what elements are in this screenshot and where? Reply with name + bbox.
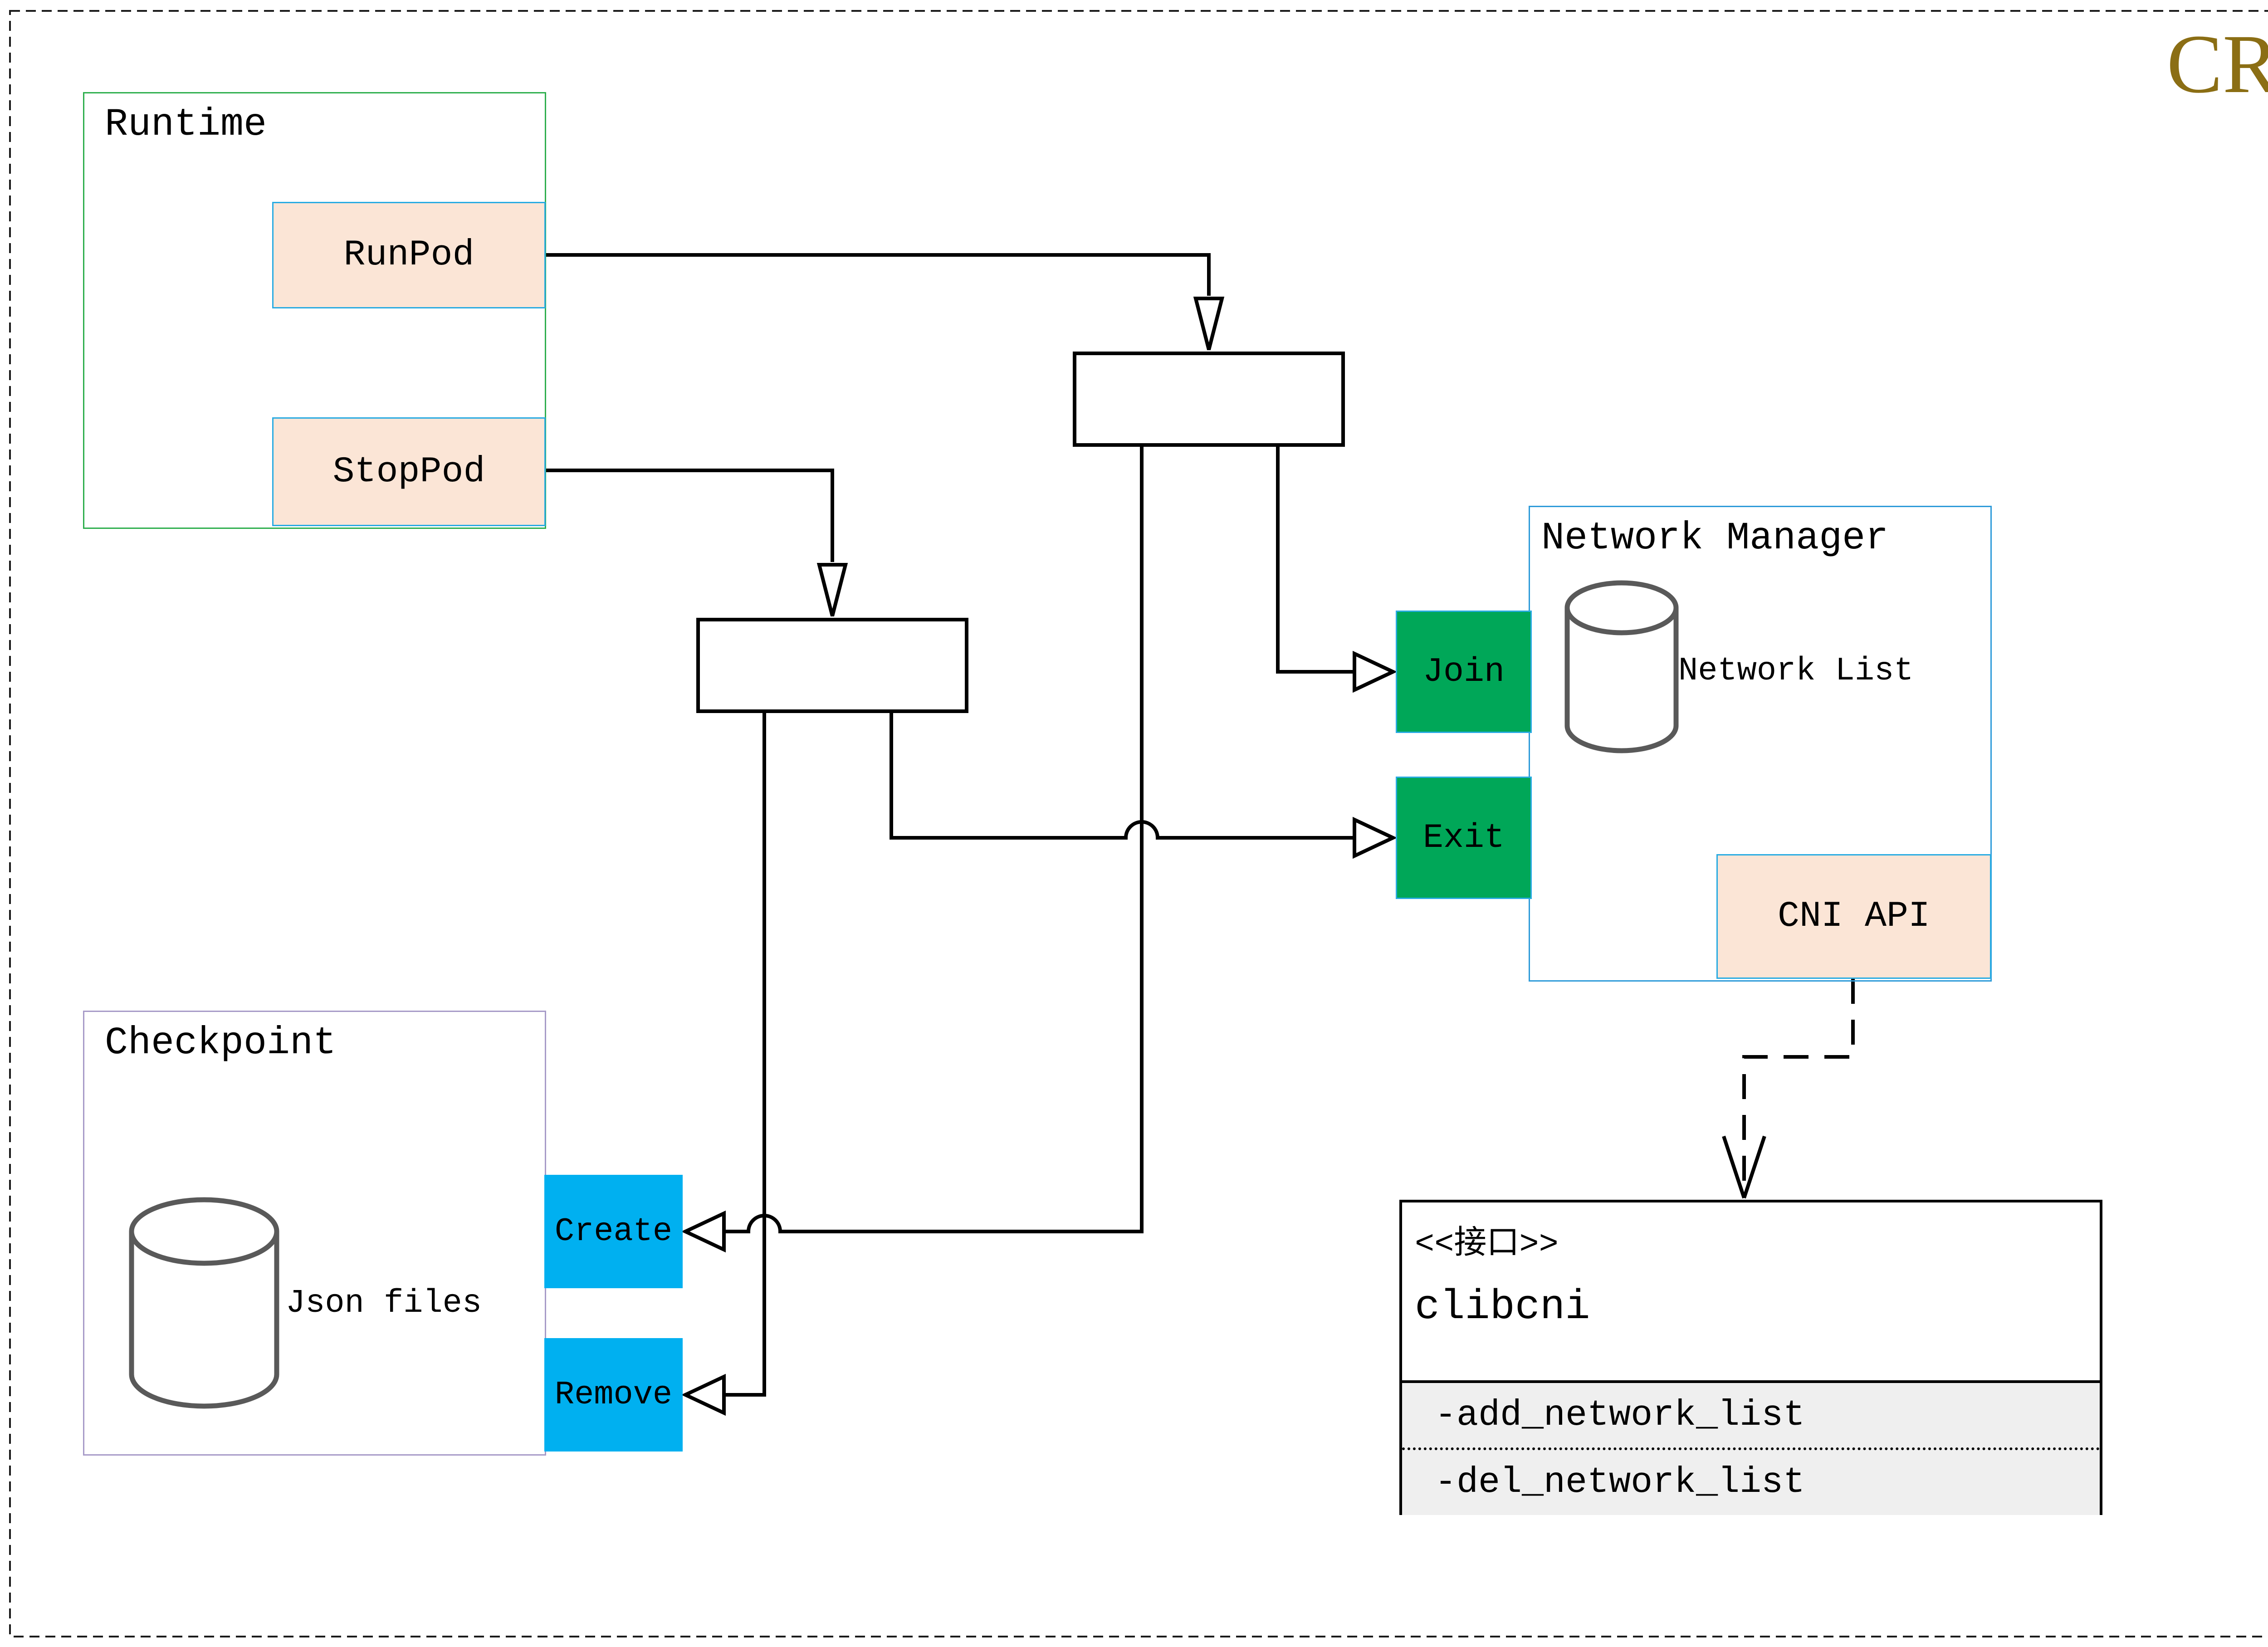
arrowhead-open-down-clibcni-icon <box>1722 1135 1766 1199</box>
network-list-label: Network List <box>1678 652 1914 689</box>
process-bar-runpod <box>1073 352 1345 447</box>
method-separator <box>1402 1447 2100 1450</box>
runpod-label: RunPod <box>343 235 474 276</box>
stoppod-label: StopPod <box>332 451 485 493</box>
arrowhead-left-create-icon <box>681 1210 726 1253</box>
clibcni-header: <<接口>> clibcni <box>1402 1202 2100 1380</box>
clibcni-method-add: -add_network_list <box>1435 1394 1805 1436</box>
exit-button[interactable]: Exit <box>1396 777 1532 899</box>
clibcni-stereotype: <<接口>> <box>1415 1226 1559 1263</box>
page-dashed-border <box>9 10 2268 1637</box>
cni-api-label: CNI API <box>1777 896 1931 937</box>
checkpoint-container: Checkpoint <box>83 1011 546 1456</box>
connector-runpod-to-bar1 <box>546 253 1211 296</box>
create-button[interactable]: Create <box>544 1175 683 1288</box>
arrowhead-down-bar1-icon <box>1193 297 1225 350</box>
runtime-container: Runtime <box>83 92 546 529</box>
network-manager-container: Network Manager <box>1529 506 1992 982</box>
cni-api-button[interactable]: CNI API <box>1716 854 1991 979</box>
remove-button[interactable]: Remove <box>544 1338 683 1452</box>
create-label: Create <box>554 1213 673 1250</box>
connector-bar2-to-remove <box>723 713 766 1397</box>
arrowhead-right-exit-icon <box>1353 816 1398 859</box>
remove-label: Remove <box>554 1376 673 1413</box>
clibcni-interface-box: <<接口>> clibcni -add_network_list -del_ne… <box>1399 1200 2102 1515</box>
checkpoint-title: Checkpoint <box>105 1021 337 1065</box>
clibcni-methods-section: -add_network_list -del_network_list <box>1402 1380 2100 1515</box>
connector-stoppod-to-bar2 <box>546 469 834 562</box>
clibcni-method-del: -del_network_list <box>1435 1461 1805 1503</box>
database-icon <box>129 1197 279 1409</box>
database-icon <box>1564 580 1679 753</box>
arrowhead-left-remove-icon <box>681 1373 726 1416</box>
connector-bar1-to-join <box>1276 447 1355 674</box>
arrowhead-down-bar2-icon <box>816 563 848 616</box>
process-bar-stoppod <box>696 618 968 713</box>
runpod-button[interactable]: RunPod <box>272 202 546 308</box>
join-label: Join <box>1422 652 1505 691</box>
connector-cniapi-to-clibcni <box>1742 979 1855 1197</box>
page-title: CRI <box>2166 18 2268 111</box>
stoppod-button[interactable]: StopPod <box>272 417 546 526</box>
json-files-label: Json files <box>286 1285 482 1322</box>
clibcni-name: clibcni <box>1415 1283 1590 1331</box>
connector-bar2-to-exit <box>890 713 1355 840</box>
network-manager-title: Network Manager <box>1541 516 1889 560</box>
join-button[interactable]: Join <box>1396 611 1532 733</box>
exit-label: Exit <box>1422 818 1505 857</box>
arrowhead-right-join-icon <box>1353 650 1398 693</box>
runtime-title: Runtime <box>105 103 267 147</box>
